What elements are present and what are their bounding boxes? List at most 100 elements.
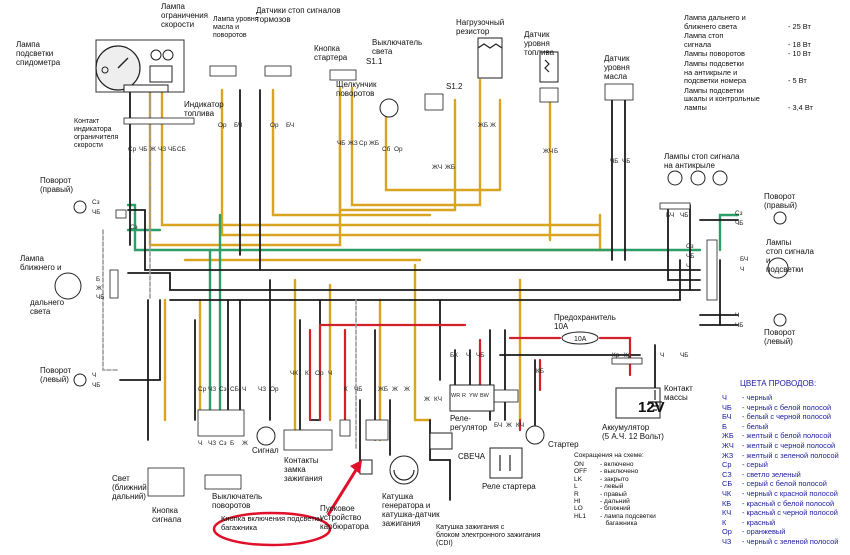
abbreviation-key: L (574, 483, 578, 491)
brake-right-code-0: Ор (270, 122, 279, 129)
limiter-contact-label: Контакт индикатора ограничителя скорости (74, 118, 119, 149)
wire-color-key: ЖЧ (722, 441, 734, 450)
left-bundle-code-4: Ч (242, 386, 247, 393)
wire-color-value: - желтый с зеленой полосой (742, 450, 839, 460)
limiter-lamp-icon (150, 49, 162, 61)
abbreviation-key: R (574, 490, 579, 498)
ign-code-2: Ор (315, 370, 324, 377)
power-row-name: Лампа дальнего и ближнего света (684, 13, 746, 31)
abbreviation-value: - правый (600, 490, 627, 498)
rear-left-code-0: Ч (735, 312, 740, 319)
s12-code-1: ЖБ (445, 164, 456, 171)
starter-btn-code-3: ЖБ (369, 140, 380, 147)
rear-bundle-code-4: Ч (740, 266, 745, 273)
turn-right-front-label: Поворот (правый) (40, 176, 74, 194)
front-right-code-0: Сз (92, 199, 100, 206)
wire-color-key: БЧ (722, 412, 732, 422)
speedo-bundle-code-1: ЧБ (139, 146, 148, 153)
headlight-code-2: ЧБ (96, 294, 105, 301)
fuse-label: Предохранитель 10A (554, 313, 616, 331)
fuel-sensor-label: Датчик уровня топлива (524, 30, 555, 57)
brake-right-code-1: БЧ (286, 122, 295, 129)
reg-code-2: ЧБ (476, 352, 485, 359)
load-res-code-0: ЖБ (478, 122, 489, 129)
stop-lamp-1-icon (667, 170, 683, 186)
trunk-button-label: Кнопка включения подсветки багажника (221, 514, 323, 532)
front-right-code-1: ЧБ (92, 209, 101, 216)
ign-code-1: К (305, 370, 309, 377)
headlight-code-1: Ж (96, 285, 102, 292)
wire-color-key: К (722, 517, 727, 527)
cdi-code-1: КЧ (434, 396, 442, 403)
wire-color-value: - черный с белой полосой (742, 402, 832, 412)
regulator-box (449, 384, 495, 412)
wire-color-key: КЧ (722, 508, 732, 518)
abbreviation-title: Сокращения на схеме: (574, 452, 644, 459)
rear-bundle-code-2: Ч (686, 263, 691, 270)
wire-color-value: - красный (742, 517, 776, 527)
fuel-indicator-icon (149, 65, 173, 83)
choke-label: Пусковое устройство карбюратора (320, 504, 369, 531)
choke-code-1: ЧБ (354, 386, 363, 393)
left-bundle-code-2: Сз (219, 386, 227, 393)
wire-color-key: Ч (722, 393, 727, 402)
starter-relay-box (489, 447, 523, 479)
wire-color-value: - черный (742, 393, 773, 402)
power-row-name: Лампы поворотов (684, 49, 745, 59)
light-sw-code-1: Ор (394, 146, 403, 153)
power-row-name: Лампы подсветки шкалы и контрольные ламп… (684, 85, 760, 112)
power-row-name: Лампа стоп сигнала (684, 31, 724, 49)
gen-code-2: Ж (404, 386, 410, 393)
battery-box (615, 387, 661, 419)
signal-button-label: Кнопка сигнала (152, 506, 182, 524)
choke-code-0: К (344, 386, 348, 393)
speedo-bundle-code-0: Ср (128, 146, 137, 153)
highlight-arrow (326, 469, 358, 516)
headlight-label: Лампа ближнего и (20, 254, 62, 272)
abbreviation-value: - включено (600, 461, 634, 468)
fuel-sensor-box (539, 51, 559, 83)
power-row-name: Лампы подсветки на антикрыле и подсветки… (684, 59, 747, 86)
power-row-value: - 10 Вт (788, 49, 811, 59)
generator-label: Катушка генератора и катушка-датчик зажи… (382, 492, 440, 528)
wire-color-value: - серый (742, 460, 768, 470)
wire-color-value: - красный с черной полосой (742, 508, 838, 518)
reg-code-0: БК (450, 352, 458, 359)
wire-color-value: - оранжевый (742, 527, 786, 537)
left-bundle-code-0: Ср (198, 386, 207, 393)
turn-switch-label: Щелкунчик поворотов (336, 80, 377, 98)
s12-code-0: ЖЧ (432, 164, 443, 171)
light-switch-label: Выключатель света (372, 38, 423, 56)
reg-code-1: Ч (466, 352, 471, 359)
left-bundle-code-3: СБ (230, 386, 239, 393)
horn-label: Сигнал (252, 446, 279, 455)
wire-color-value: - белый с черной полосой (742, 412, 832, 422)
headlight-lamp-icon (54, 272, 82, 300)
starter-relay-label: Реле стартера (482, 482, 536, 491)
turn-right-rear-label: Поворот (правый) (764, 192, 798, 210)
gen-code-0: ЖБ (378, 386, 389, 393)
s12-label: S1.2 (446, 82, 463, 91)
wire-color-value: - черный с красной полосой (742, 489, 838, 498)
power-row-value: - 25 Вт (788, 21, 811, 31)
fuel-indicator-label: Индикатор топлива (184, 100, 224, 118)
front-left-code-0: Ч (92, 372, 97, 379)
limiter-lamp-label: Лампа ограничения скорости (161, 2, 208, 29)
stop-lamp-3-icon (712, 170, 728, 186)
wire-color-key: Б (722, 421, 727, 431)
red-wires (308, 323, 632, 432)
s11-label: S1.1 (366, 57, 383, 66)
load-res-code-1: Ж (490, 122, 496, 129)
rear-bundle-code-0: Сз (686, 243, 694, 250)
abbreviation-value: - лампа подсветки багажника (600, 512, 656, 528)
rear-bundle-code-1: ЧБ (686, 253, 695, 260)
rear-right-code-1: ЧБ (735, 220, 744, 227)
abbreviation-value: - ближний (600, 505, 631, 513)
wire-color-key: ЖБ (722, 431, 734, 441)
turn-right-front-lamp-icon (73, 200, 87, 214)
candle-label: СВЕЧА (458, 452, 486, 461)
turn-switch-icon (379, 98, 399, 118)
rear-bundle-code-3: БЧ (740, 256, 749, 263)
fuse-value: 10A (574, 336, 587, 343)
